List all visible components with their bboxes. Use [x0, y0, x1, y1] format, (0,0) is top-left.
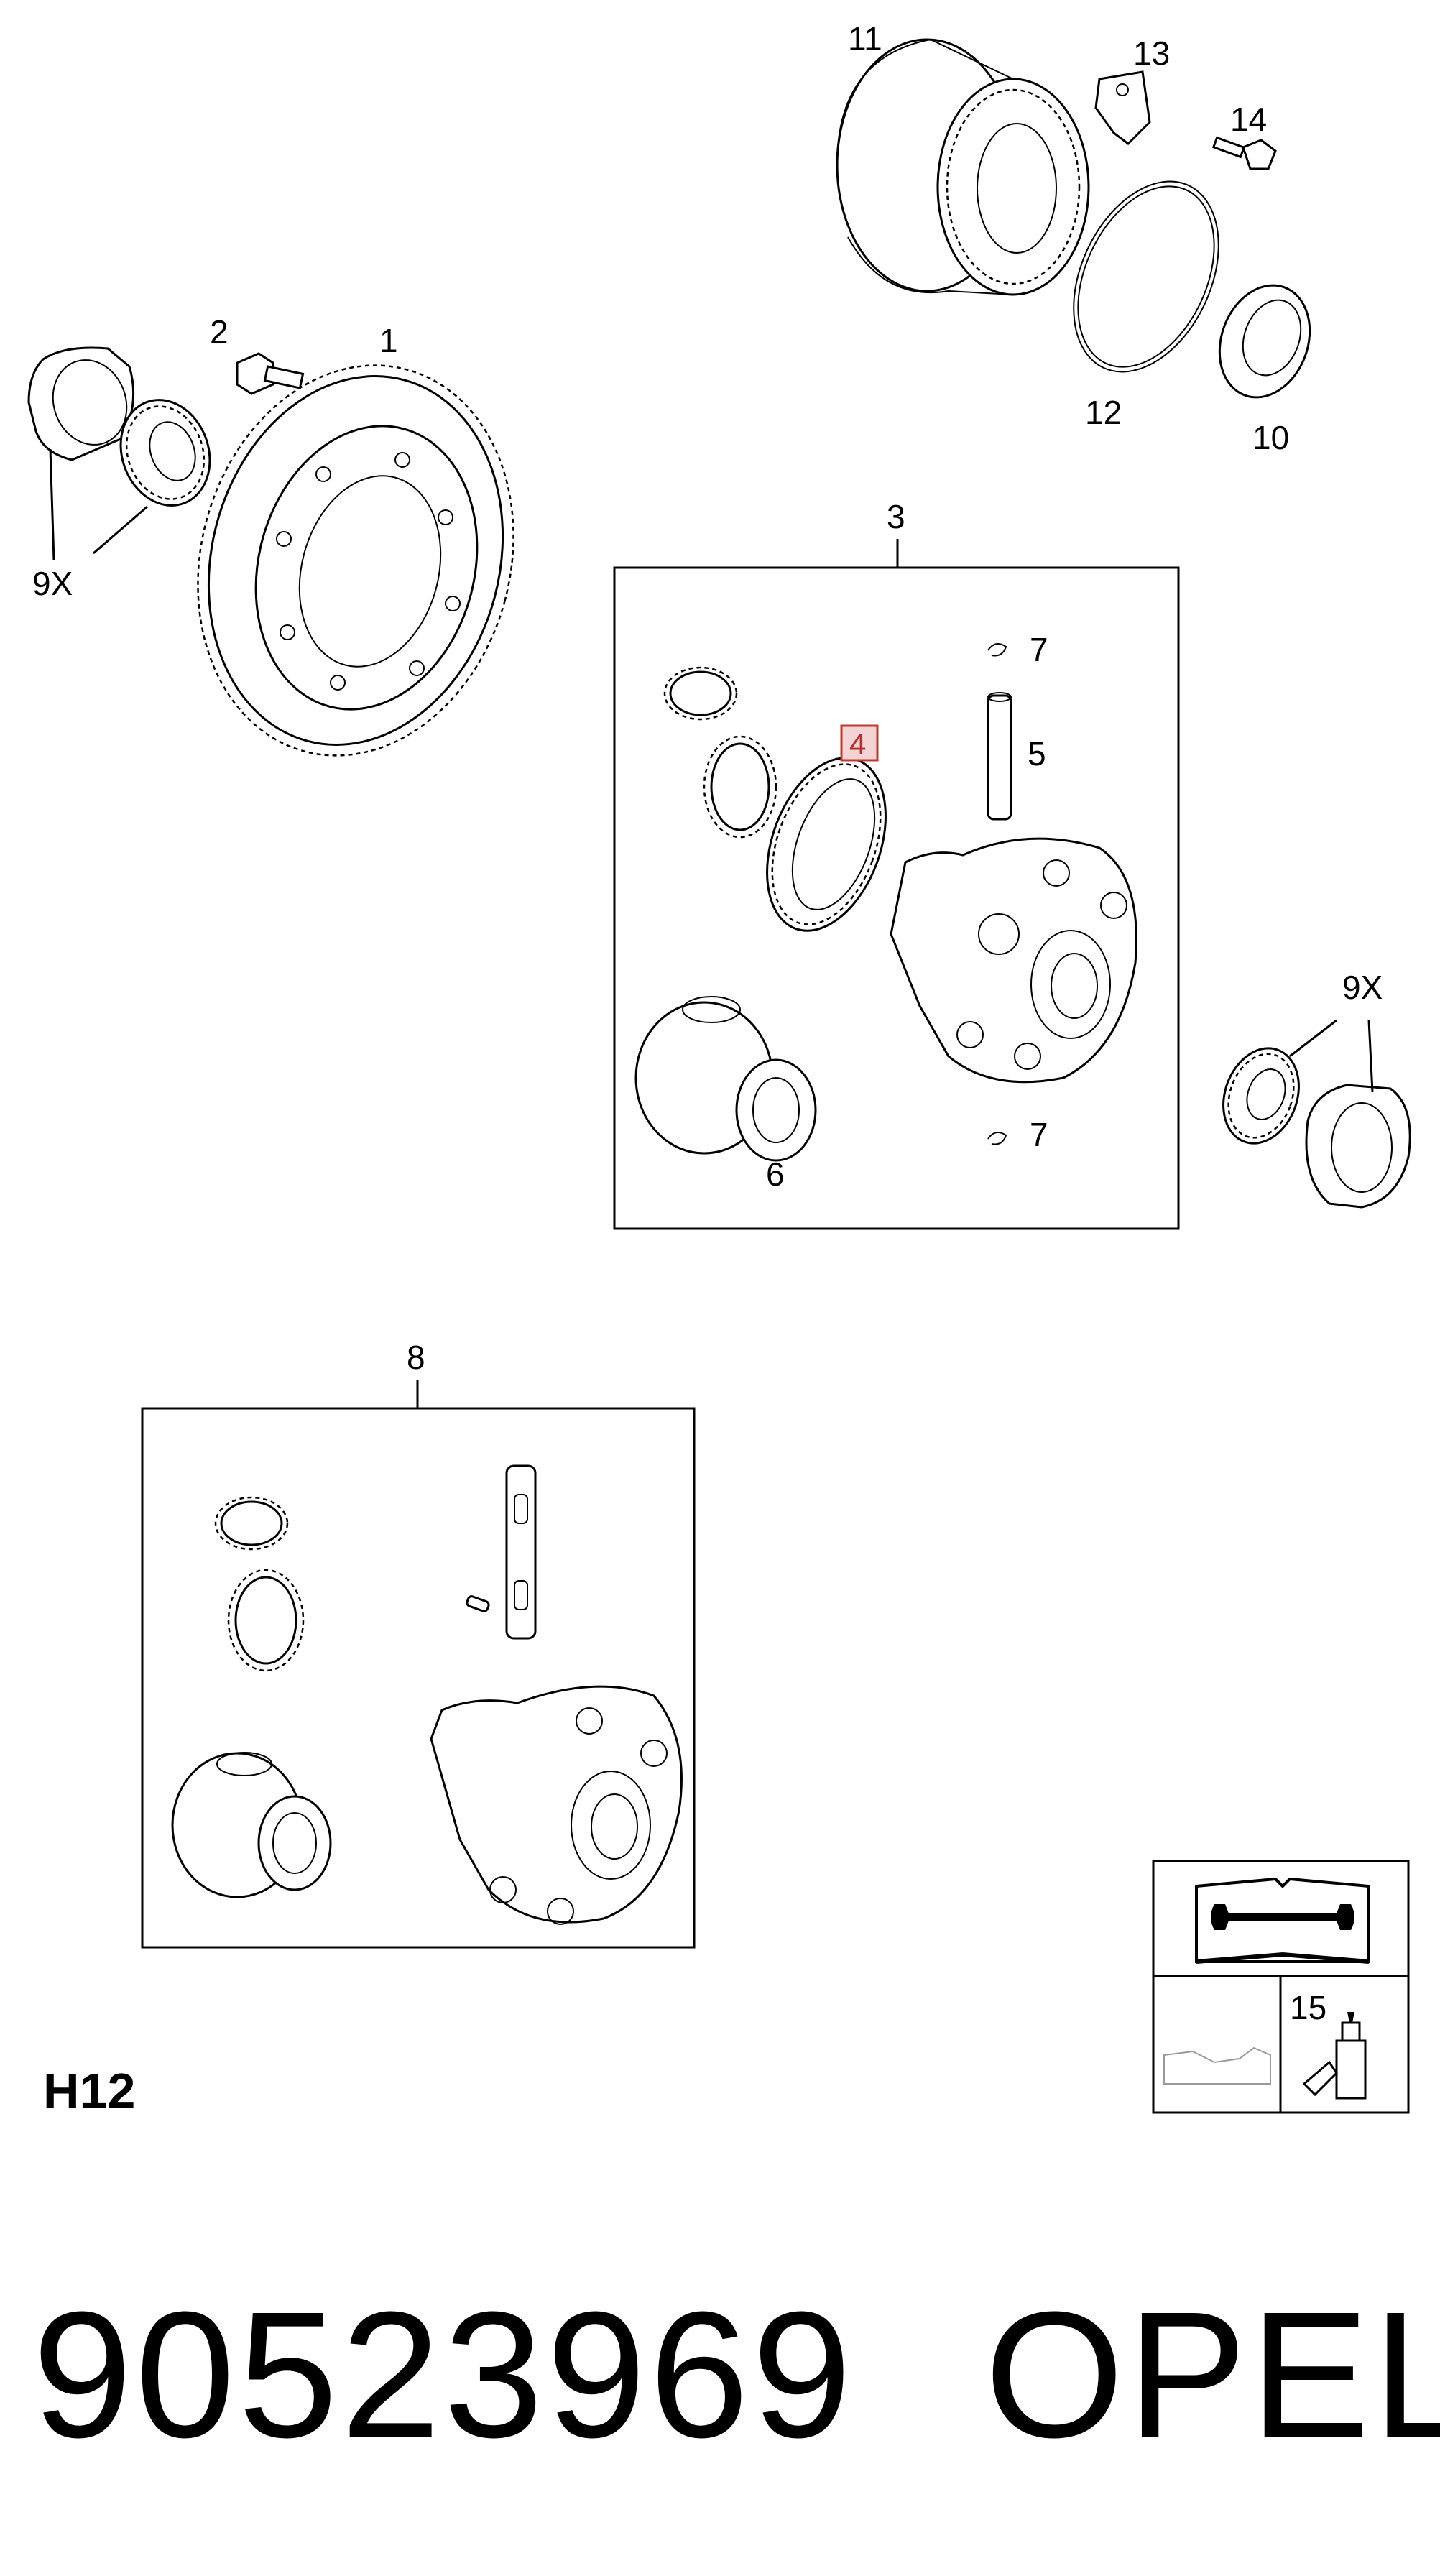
label-9x-left: 9X [32, 565, 73, 602]
group-8-contents [171, 1464, 683, 1925]
label-11: 11 [848, 20, 882, 57]
book-wrench-icon [1195, 1877, 1370, 1964]
lubricant-bottle-icon [1302, 2012, 1367, 2100]
label-7-top: 7 [1030, 631, 1048, 668]
label-12: 12 [1085, 394, 1122, 431]
part-2-drawing [236, 352, 305, 395]
engine-sketch-icon [1163, 2046, 1271, 2085]
label-10: 10 [1252, 419, 1289, 456]
part-1-drawing [197, 364, 514, 757]
leader-9x-left-a [49, 448, 55, 561]
group-3-contents [634, 643, 1137, 1162]
label-4-highlight [840, 724, 879, 762]
brand-name: OPEL [984, 2274, 1440, 2475]
group-code: H12 [43, 2063, 136, 2119]
label-15: 15 [1290, 1989, 1326, 2026]
label-13: 13 [1133, 34, 1170, 72]
label-4: 4 [849, 727, 866, 761]
label-5: 5 [1028, 735, 1046, 772]
part-12-drawing [1073, 180, 1219, 373]
part-11-drawing [836, 38, 1090, 296]
label-14: 14 [1230, 101, 1267, 138]
part-13-drawing [1094, 70, 1151, 145]
label-8: 8 [407, 1339, 425, 1376]
part-10-drawing [1218, 284, 1311, 399]
reference-icon-box [1152, 1860, 1410, 2114]
label-2: 2 [210, 313, 229, 351]
part-number: 90523969 [32, 2274, 855, 2475]
leader-9x-right-b [1367, 1020, 1374, 1093]
part-9x-right-drawing [1222, 1047, 1411, 1209]
part-9x-left-drawing [27, 346, 211, 507]
group-8-box [141, 1380, 696, 1949]
leader-9x-right-a [1289, 1019, 1337, 1058]
label-6: 6 [766, 1155, 785, 1193]
label-7-bottom: 7 [1030, 1116, 1048, 1153]
group-3-box [613, 539, 1180, 1230]
label-3: 3 [887, 498, 905, 535]
leader-9x-left-b [93, 505, 148, 555]
label-9x-right: 9X [1342, 969, 1383, 1006]
part-14-drawing [1211, 136, 1277, 170]
label-1: 1 [379, 322, 398, 359]
